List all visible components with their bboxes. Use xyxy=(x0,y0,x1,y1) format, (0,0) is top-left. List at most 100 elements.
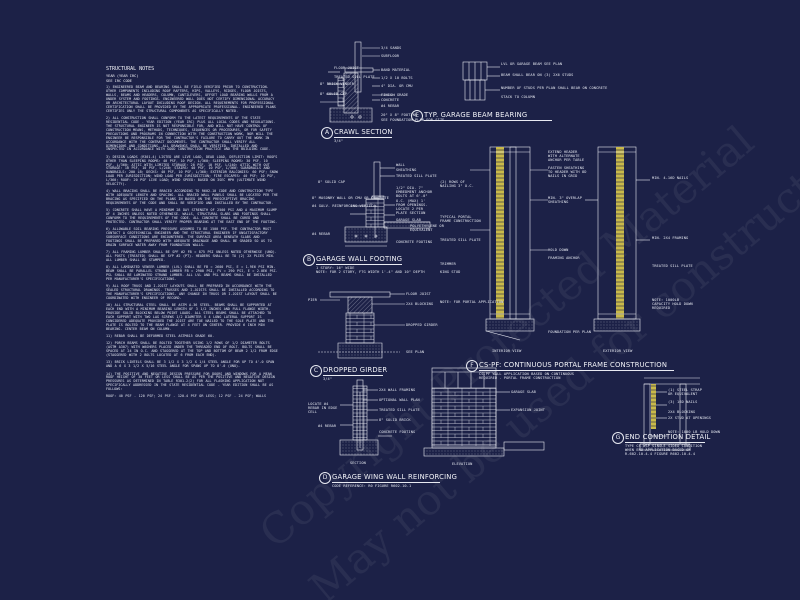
portal-label: TRIMMER xyxy=(440,262,456,266)
crawl-label: FINISH GRADE xyxy=(381,93,409,97)
beam-bearing-title: TYP. GARAGE BEAM BEARING xyxy=(424,111,528,119)
garage-wall-footing-underline xyxy=(316,264,402,265)
portal-subtitle: CS-PF WALL APPLICATION BASED ON CONTINUO… xyxy=(479,372,575,381)
girder-label: 2X4 BLOCKING xyxy=(406,302,434,306)
crawl-label: 8" BRICK VENEER xyxy=(320,82,354,86)
wing-wall-label: 2X4 WALL FRAMING xyxy=(379,388,416,392)
dropped-girder-underline xyxy=(323,375,383,376)
end-condition-label: NOTE: 1000 LB HOLD DOWN xyxy=(668,430,721,434)
crawl-label: CONCRETE xyxy=(381,98,400,102)
end-condition-label: 2X STUD AT OPENINGS xyxy=(668,416,712,420)
wing-wall-title: GARAGE WING WALL REINFORCING xyxy=(332,473,458,481)
detail-marker-a: A xyxy=(321,127,333,139)
wing-wall-label: 8" SOLID BRICK xyxy=(379,418,411,422)
footing-label: POLYETHYLENE OR EQUIVALENT xyxy=(410,224,444,233)
end-condition-title: END CONDITION DETAIL xyxy=(625,433,711,441)
beam-label: LVL OR GARAGE BEAM SEE PLAN xyxy=(501,62,563,66)
end-condition-label: (1) STEEL STRAP OR EQUIVALENT xyxy=(668,388,702,397)
footing-label: #4 GALV. REINFORCING VERTICAL xyxy=(312,204,378,208)
note-paragraph: 3) DESIGN LOADS (R301.4) LISTED ARE LIVE… xyxy=(106,154,278,187)
footing-label: CONCRETE FOOTING xyxy=(396,240,433,244)
crawl-label: #4 REBAR xyxy=(381,104,400,108)
wing-wall-label: TREATED SILL PLATE xyxy=(379,408,420,412)
wing-wall-label: LOCATE #4 REBAR IN EDGE CELL xyxy=(308,402,338,415)
crawl-section-title: CRAWL SECTION xyxy=(334,128,393,136)
portal-label: KING STUD xyxy=(440,270,461,274)
girder-label: DROPPED GIRDER xyxy=(406,323,438,327)
portal-label: FOUNDATION PER PLAN xyxy=(548,330,592,334)
beam-bearing-drawing xyxy=(462,61,500,101)
portal-label: HOLD DOWN xyxy=(548,248,569,252)
wing-wall-elevation-label: ELEVATION xyxy=(452,462,473,466)
footing-label: 8" SOLID CAP xyxy=(318,180,346,184)
notes-heading: STRUCTURAL NOTES xyxy=(106,66,155,72)
portal-label: NOTE: 1000LB CAPACITY HOLD DOWN REQUIRED xyxy=(652,298,693,311)
end-condition-subtitle: TYPE CS-WSP SINGLE SIDED CONDITION WHEN … xyxy=(625,444,702,457)
footing-label: 8" MASONRY WALL OR CMU OR CONCRETE xyxy=(312,196,389,200)
detail-marker-d: D xyxy=(319,472,331,484)
portal-label: MIN. 4-16D NAILS xyxy=(652,176,689,180)
note-paragraph: 4) WALL BRACING SHALL BE BRACED ACCORDIN… xyxy=(106,189,278,206)
crawl-label: 1/2 X 10 BOLTS xyxy=(381,76,413,80)
dropped-girder-title: DROPPED GIRDER xyxy=(323,366,388,374)
portal-label: TYPICAL PORTAL FRAME CONSTRUCTION xyxy=(440,215,481,224)
portal-frame-underline xyxy=(479,370,674,371)
girder-label: SEE PLAN xyxy=(406,350,425,354)
crawl-label: 4" DIA. OR CMU xyxy=(381,84,413,88)
end-condition-drawing xyxy=(639,377,700,451)
detail-marker-f: F xyxy=(466,360,478,372)
portal-frame-drawing xyxy=(470,146,650,341)
portal-exterior-label: EXTERIOR VIEW xyxy=(603,349,633,353)
portal-interior-label: INTERIOR VIEW xyxy=(492,349,522,353)
crawl-section-underline xyxy=(334,137,392,138)
wing-wall-label: OPTIONAL WALL PLAN xyxy=(379,398,420,402)
wing-wall-subtitle: CODE REFERENCE: R0 FIGURE R602.10.1 xyxy=(332,484,412,488)
note-paragraph: ROOF: 40 PSF - 120 PSF; 24 PSF - 120.4 P… xyxy=(106,394,267,399)
note-paragraph: 5) CONCRETE SHALL HAVE A MINIMUM 28 DAY … xyxy=(106,208,278,225)
note-paragraph: 1) ENGINEERED BEAM AND BEARING SHALL BE … xyxy=(106,85,276,113)
crawl-label: 8" SOLID CAP xyxy=(320,92,348,96)
wing-wall-label: EXPANSION JOINT xyxy=(511,408,545,412)
structural-notes-body: 1) ENGINEERED BEAM AND BEARING SHALL BE … xyxy=(106,85,278,403)
portal-label: TREATED SILL PLATE xyxy=(440,238,481,242)
note-paragraph: 8) ALL LAMINATED VENEER LUMBER (LVL) SHA… xyxy=(106,265,278,282)
note-paragraph: 12) PORCH BEAMS SHALL BE BOLTED TOGETHER… xyxy=(106,341,278,358)
portal-label: TREATED SILL PLATE xyxy=(652,264,693,268)
wing-wall-label: CONCRETE FOOTING xyxy=(379,430,416,434)
crawl-label: TREATED SILL PLATE xyxy=(334,75,375,79)
garage-wall-footing-title: GARAGE WALL FOOTING xyxy=(316,255,403,263)
note-paragraph: 13) BRICK LINTELS SHALL BE 3 1/2 X 3 1/2… xyxy=(106,360,275,369)
girder-scale: 3/4" xyxy=(323,377,333,381)
portal-label: MIN. 3" OVERLAP SHEATHING xyxy=(548,196,582,205)
beam-label: BEAM SHALL BEAR ON (3) 2X6 STUDS xyxy=(501,73,574,77)
portal-label: MIN. 2X4 FRAMING xyxy=(652,236,689,240)
girder-label: FLOOR JOIST xyxy=(406,292,431,296)
end-condition-underline xyxy=(625,442,705,443)
wing-wall-label: GARAGE SLAB xyxy=(511,390,536,394)
portal-frame-title: CS-PF: CONTINUOUS PORTAL FRAME CONSTRUCT… xyxy=(479,361,668,369)
note-paragraph: 7) ALL FRAMING LUMBER SHALL BE SPF #2 FB… xyxy=(106,250,277,263)
wing-wall-elevation-drawing xyxy=(423,367,545,457)
wing-wall-underline xyxy=(332,482,440,483)
footing-label: TREATED SILL PLATE xyxy=(396,174,437,178)
crawl-label: BAND MATERIAL xyxy=(381,68,411,72)
crawl-label: FLOOR JOIST xyxy=(334,66,359,70)
detail-marker-g: G xyxy=(612,432,624,444)
footing-note: 1 STORY: 16" WIDE NOTE: FOR 2 STORY, FTG… xyxy=(316,266,425,275)
detail-marker-e: E xyxy=(411,110,423,122)
note-paragraph: 11) REBAR SHALL BE DEFORMED STEEL ASTM61… xyxy=(106,334,215,339)
footing-label: 1/2" DIA. 7" EMBEDMENT ANCHOR BOLTS AT 6… xyxy=(396,186,433,216)
notes-subheading-2: SEE IRC CODE xyxy=(106,79,132,83)
girder-label: PIER xyxy=(308,298,318,302)
footing-label: WALL xyxy=(396,163,406,167)
footing-label: SHEATHING xyxy=(396,168,417,172)
wing-wall-section-label: SECTION xyxy=(350,461,366,465)
portal-label: FASTEN SHEATHING TO HEADER WITH 8D NAILS… xyxy=(548,166,587,179)
detail-marker-b: B xyxy=(303,254,315,266)
crawl-label: 20" X 8" FOOTING xyxy=(381,113,418,117)
notes-subheading-1: YEAR (YEAR IRC) xyxy=(106,74,139,78)
end-condition-label: (3) 16D NAILS xyxy=(668,400,698,404)
crawl-label: SUBFLOOR xyxy=(381,54,400,58)
garage-wall-footing-drawing xyxy=(344,161,431,247)
